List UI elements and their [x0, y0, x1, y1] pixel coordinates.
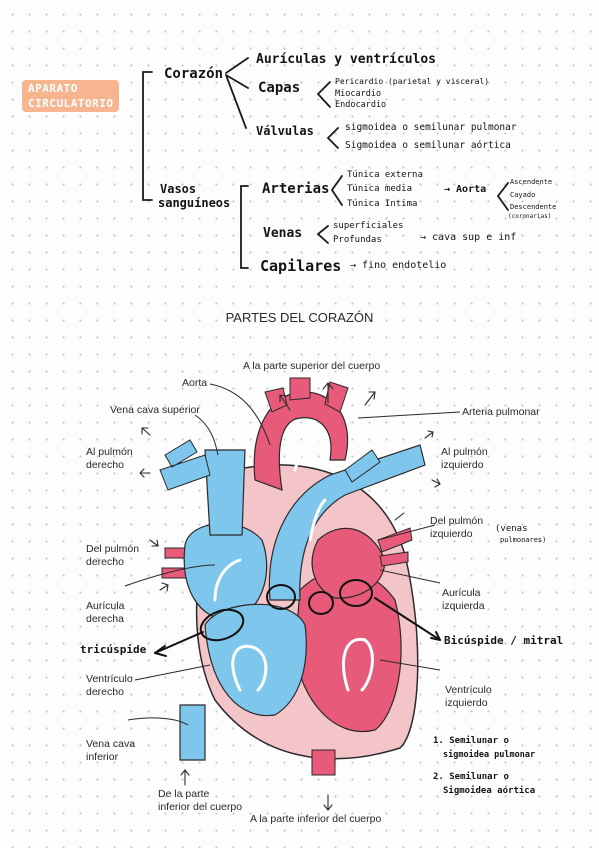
title-line-1: APARATO: [28, 82, 78, 95]
label-auricula-derecha-1: Aurícula: [86, 600, 125, 612]
label-inferior-cuerpo: A la parte inferior del cuerpo: [250, 813, 382, 825]
outline-cava: → cava sup e inf: [420, 232, 517, 243]
outline-sig-aortica: Sigmoidea o semilunar aórtica: [345, 140, 511, 151]
label-al-pulmon-izquierdo-1: Al pulmón: [441, 446, 488, 458]
outline-vasos-2: sanguíneos: [158, 196, 231, 210]
outline-aorta: → Aorta: [444, 184, 487, 195]
outline-cayado: Cayado: [510, 191, 536, 199]
label-venas-pulmonares-2: pulmonares): [500, 536, 547, 544]
superior-vena-cava: [204, 449, 246, 536]
outline-descendente: Descendente: [510, 203, 557, 211]
outline-corazon: Corazón: [164, 66, 224, 82]
note-1-line-2: sigmoidea pulmonar: [443, 750, 536, 760]
label-auricula-izquierda-2: izquierda: [442, 600, 485, 612]
label-al-pulmon-derecho-1: Al pulmón: [86, 446, 133, 458]
note-1-line-1: 1. Semilunar o: [433, 736, 509, 746]
label-bicuspide: Bicúspide / mitral: [444, 634, 564, 647]
outline-venas: Venas: [263, 226, 303, 241]
outline-miocardio: Miocardio: [335, 89, 382, 99]
outline-arterias: Arterias: [262, 181, 330, 197]
label-ventriculo-derecho-2: derecho: [86, 686, 124, 698]
outline-capilares: Capilares: [260, 257, 342, 275]
label-del-pulmon-derecho-1: Del pulmón: [86, 543, 140, 555]
label-de-parte-inferior-2: inferior del cuerpo: [158, 801, 243, 813]
outline-valvulas: Válvulas: [256, 124, 314, 138]
label-ventriculo-derecho-1: Ventrículo: [86, 673, 133, 685]
outline-brackets: [142, 57, 509, 269]
label-superior-cuerpo: A la parte superior del cuerpo: [243, 360, 381, 372]
inferior-vena-cava: [179, 704, 206, 761]
label-del-pulmon-izquierdo-2: izquierdo: [430, 528, 473, 540]
outline-profundas: Profundas: [333, 235, 382, 245]
outline-vasos-1: Vasos: [160, 182, 197, 196]
label-auricula-izquierda-1: Aurícula: [442, 587, 481, 599]
outline-ascendente: Ascendente: [510, 178, 553, 186]
note-2-line-1: 2. Semilunar o: [433, 772, 509, 782]
label-del-pulmon-derecho-2: derecho: [86, 556, 124, 568]
title-badge: APARATO CIRCULATORIO: [22, 80, 120, 112]
outline-pericardio: Pericardio (parietal y visceral): [335, 77, 490, 86]
left-atrium: [311, 527, 386, 599]
label-auricula-derecha-2: derecha: [86, 613, 124, 625]
outline-tunica-media: Túnica media: [347, 184, 413, 194]
label-vena-cava-superior: Vena cava superior: [110, 404, 200, 416]
label-aorta: Aorta: [182, 377, 208, 389]
label-ventriculo-izquierdo-2: izquierdo: [445, 697, 488, 709]
label-al-pulmon-izquierdo-2: izquierdo: [441, 459, 484, 471]
diagram-heading: PARTES DEL CORAZÓN: [225, 310, 374, 325]
outline-tunica-externa: Túnica externa: [347, 170, 423, 180]
outline-coronarias: (coronarias): [508, 213, 552, 220]
outline-endocardio: Endocardio: [335, 100, 387, 110]
label-de-parte-inferior-1: De la parte: [158, 788, 210, 800]
label-vena-cava-inferior-1: Vena cava: [86, 738, 136, 750]
outline-auriculas: Aurículas y ventrículos: [256, 52, 437, 67]
title-line-2: CIRCULATORIO: [28, 97, 114, 110]
label-del-pulmon-izquierdo-1: Del pulmón: [430, 515, 484, 527]
label-al-pulmon-derecho-2: derecho: [86, 459, 124, 471]
right-ventricle: [204, 603, 307, 717]
label-arteria-pulmonar: Arteria pulmonar: [462, 406, 540, 418]
label-vena-cava-inferior-2: inferior: [86, 751, 119, 763]
outline-capas: Capas: [258, 80, 301, 96]
note-2-line-2: Sigmoidea aórtica: [443, 786, 536, 796]
label-ventriculo-izquierdo-1: Ventrículo: [445, 684, 492, 696]
outline-sig-pulmonar: sigmoidea o semilunar pulmonar: [345, 122, 517, 133]
outline-fino: → fino endotelio: [350, 260, 447, 271]
label-venas-pulmonares-1: (venas: [495, 524, 528, 534]
outline-tunica-intima: Túnica Intima: [347, 199, 418, 209]
label-tricuspide: tricúspide: [80, 643, 147, 656]
outline-superficiales: superficiales: [333, 221, 404, 231]
